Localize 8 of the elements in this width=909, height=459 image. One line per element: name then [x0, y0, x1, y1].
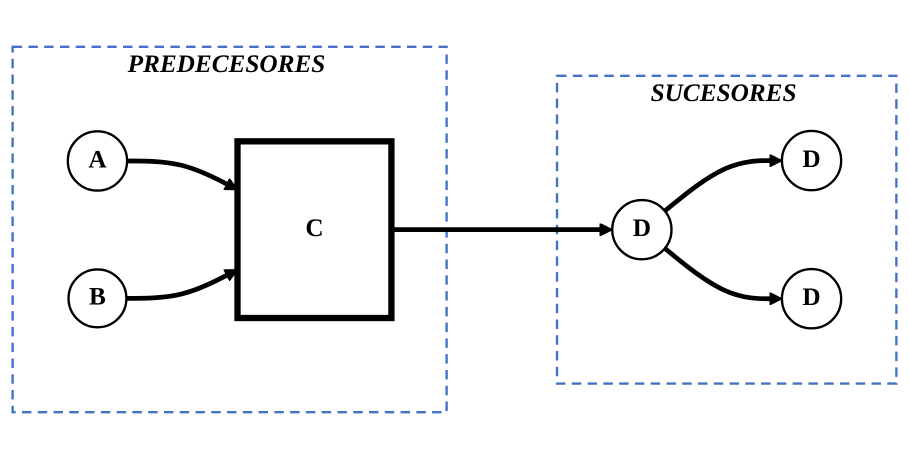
node-circle: A — [66, 130, 128, 192]
arrow — [663, 246, 783, 306]
node-box: C — [234, 138, 395, 322]
node-circle: B — [67, 268, 128, 328]
node-circle: D — [611, 198, 673, 260]
node-circle: D — [780, 268, 842, 330]
node-circle: D — [780, 130, 842, 192]
arrow — [663, 154, 783, 213]
